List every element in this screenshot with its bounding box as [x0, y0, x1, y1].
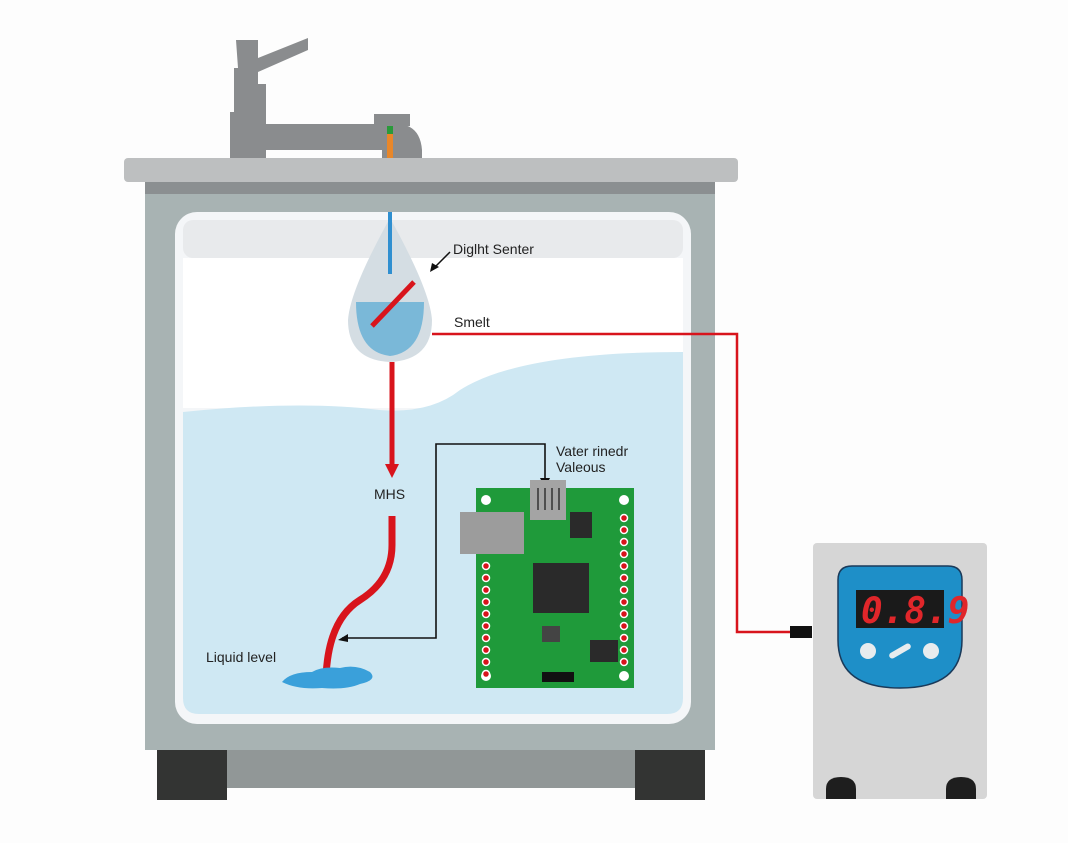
pcb-pin [619, 537, 629, 547]
pipe-arrow [385, 464, 399, 478]
pcb-pin [619, 549, 629, 559]
pcb-board-icon [460, 480, 634, 688]
label-board-line2: Valeous [556, 459, 606, 475]
tank-foot-left [157, 750, 227, 800]
label-board: Vater rinedr [556, 443, 628, 459]
pipe-lower [322, 516, 396, 679]
pcb-pin [481, 669, 491, 679]
pcb-pin [481, 609, 491, 619]
signal-arrow-left [338, 634, 348, 642]
pcb-pin [619, 609, 629, 619]
pcb-pin [481, 573, 491, 583]
pcb-pin [481, 657, 491, 667]
controller-display-icon [813, 543, 987, 799]
sensor-wire [432, 332, 792, 634]
sensor-pointer [433, 251, 451, 269]
wire-connector [790, 626, 812, 638]
counter-top [124, 158, 738, 182]
pcb-pin [619, 633, 629, 643]
pcb-pin [619, 513, 629, 523]
signal-line [342, 443, 546, 639]
pcb-pin [619, 585, 629, 595]
display-reading: 0.8.9 [861, 591, 969, 632]
pcb-pin [481, 621, 491, 631]
pcb-pin [619, 621, 629, 631]
controller-button-right[interactable] [923, 643, 939, 659]
pcb-pin [481, 561, 491, 571]
pcb-pin [619, 657, 629, 667]
pcb-pin [481, 633, 491, 643]
segment-display [856, 590, 944, 628]
droplet-sensor-icon [348, 212, 432, 362]
pcb-pin [481, 585, 491, 595]
pcb-pin [619, 561, 629, 571]
controller-dial[interactable] [888, 642, 912, 659]
tank-foot-right [635, 750, 705, 800]
sensor-pointer-head [430, 263, 439, 272]
pcb-pin [481, 597, 491, 607]
pcb-pin [619, 597, 629, 607]
tank-top-band [183, 220, 683, 258]
tank-base [227, 750, 635, 788]
controller-button-left[interactable] [860, 643, 876, 659]
controller-foot-right [946, 777, 976, 799]
counter-shadow [145, 182, 715, 194]
puddle [282, 666, 373, 689]
pcb-pin [619, 573, 629, 583]
controller-foot-left [826, 777, 856, 799]
pcb-pin [481, 645, 491, 655]
pcb-pin [619, 525, 629, 535]
label-pipe: MHS [374, 486, 405, 502]
label-wire: Smelt [454, 314, 490, 330]
label-liquid: Liquid level [206, 649, 276, 665]
label-sensor: Diglht Senter [453, 241, 534, 257]
pcb-pin [619, 645, 629, 655]
